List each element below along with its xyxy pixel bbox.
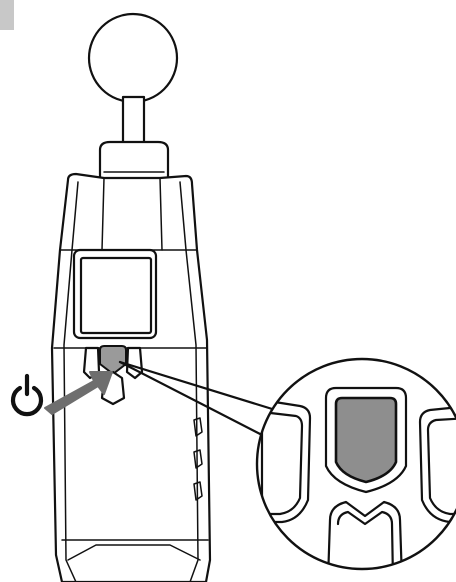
press-arrow-icon bbox=[44, 371, 113, 415]
button-cluster bbox=[82, 345, 144, 406]
power-button-zoomed bbox=[324, 386, 408, 494]
zoom-callout-lines bbox=[118, 360, 284, 438]
side-grip bbox=[193, 417, 203, 501]
power-icon bbox=[10, 373, 44, 417]
power-button[interactable] bbox=[99, 345, 127, 375]
meter-body bbox=[50, 172, 212, 582]
lcd-display bbox=[79, 256, 153, 335]
right-button[interactable] bbox=[125, 346, 144, 380]
sensor-ball bbox=[87, 12, 179, 104]
corner-tab bbox=[0, 0, 14, 30]
meter-device bbox=[50, 12, 212, 582]
zoom-circle bbox=[255, 357, 456, 571]
